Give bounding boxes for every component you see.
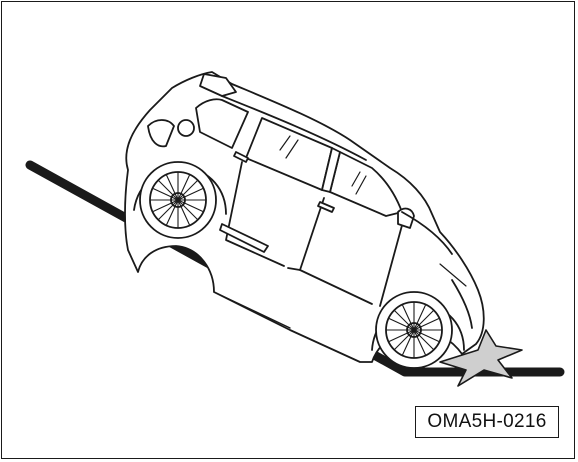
front-wheel [376, 292, 452, 368]
figure-reference-code: OMA5H-0216 [415, 406, 559, 438]
rear-wheel [140, 162, 216, 238]
